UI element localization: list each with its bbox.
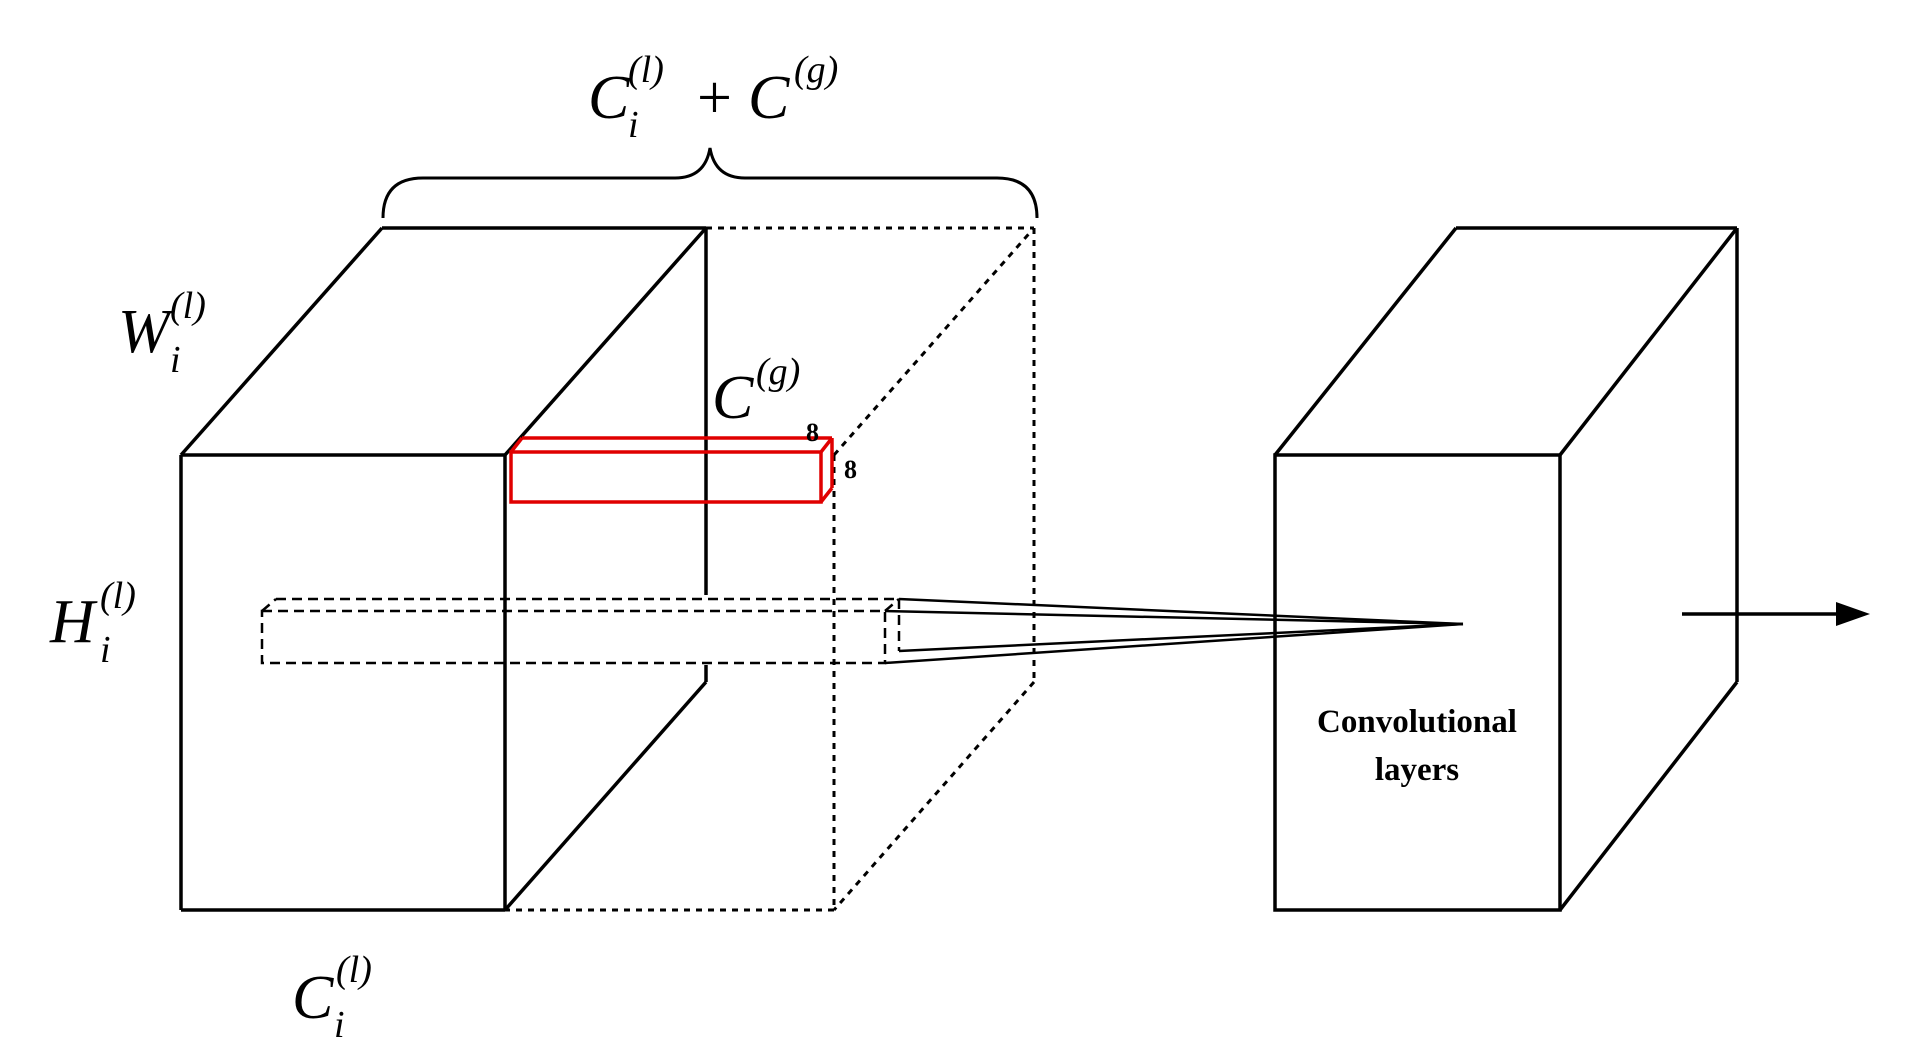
top-label-sup1: (l): [628, 49, 664, 91]
bottom-label-base: C: [292, 964, 334, 1032]
height-label: H i (l): [49, 575, 136, 671]
global-feature-block: [503, 226, 1036, 912]
global-channel-label: C (g): [712, 351, 800, 432]
convolutional-block: [1273, 226, 1739, 912]
slice-dim-top: 8: [806, 418, 819, 447]
top-label-sub1: i: [628, 104, 639, 146]
width-label-sub: i: [170, 339, 181, 381]
local-feature-block: [179, 226, 708, 912]
height-label-sub: i: [100, 629, 111, 671]
red-slice: [509, 436, 834, 504]
width-label: W i (l): [118, 285, 206, 381]
output-arrow: [1682, 602, 1870, 626]
height-label-sup: (l): [100, 575, 136, 617]
top-brace: [381, 147, 1039, 219]
dashed-sample-bar: [260, 597, 901, 665]
width-label-sup: (l): [170, 285, 206, 327]
height-label-base: H: [49, 588, 98, 656]
conv-block-label-line1: Convolutional: [1317, 704, 1517, 740]
bottom-label-sup: (l): [336, 949, 372, 991]
bottom-label-sub: i: [334, 1004, 345, 1046]
conv-block-label-line2: layers: [1375, 752, 1459, 788]
top-label-sup2: (g): [794, 49, 838, 91]
top-brace-label: C i (l) + C (g): [588, 49, 838, 146]
global-channel-base: C: [712, 364, 754, 432]
top-label-base1: C: [588, 64, 630, 132]
width-label-base: W: [118, 298, 175, 366]
top-label-plus: +: [697, 64, 732, 132]
slice-dim-side: 8: [844, 455, 857, 484]
bottom-channel-label: C i (l): [292, 949, 372, 1046]
projection-cone: [884, 597, 1464, 665]
top-label-base2: C: [748, 64, 790, 132]
global-channel-sup: (g): [756, 351, 800, 393]
